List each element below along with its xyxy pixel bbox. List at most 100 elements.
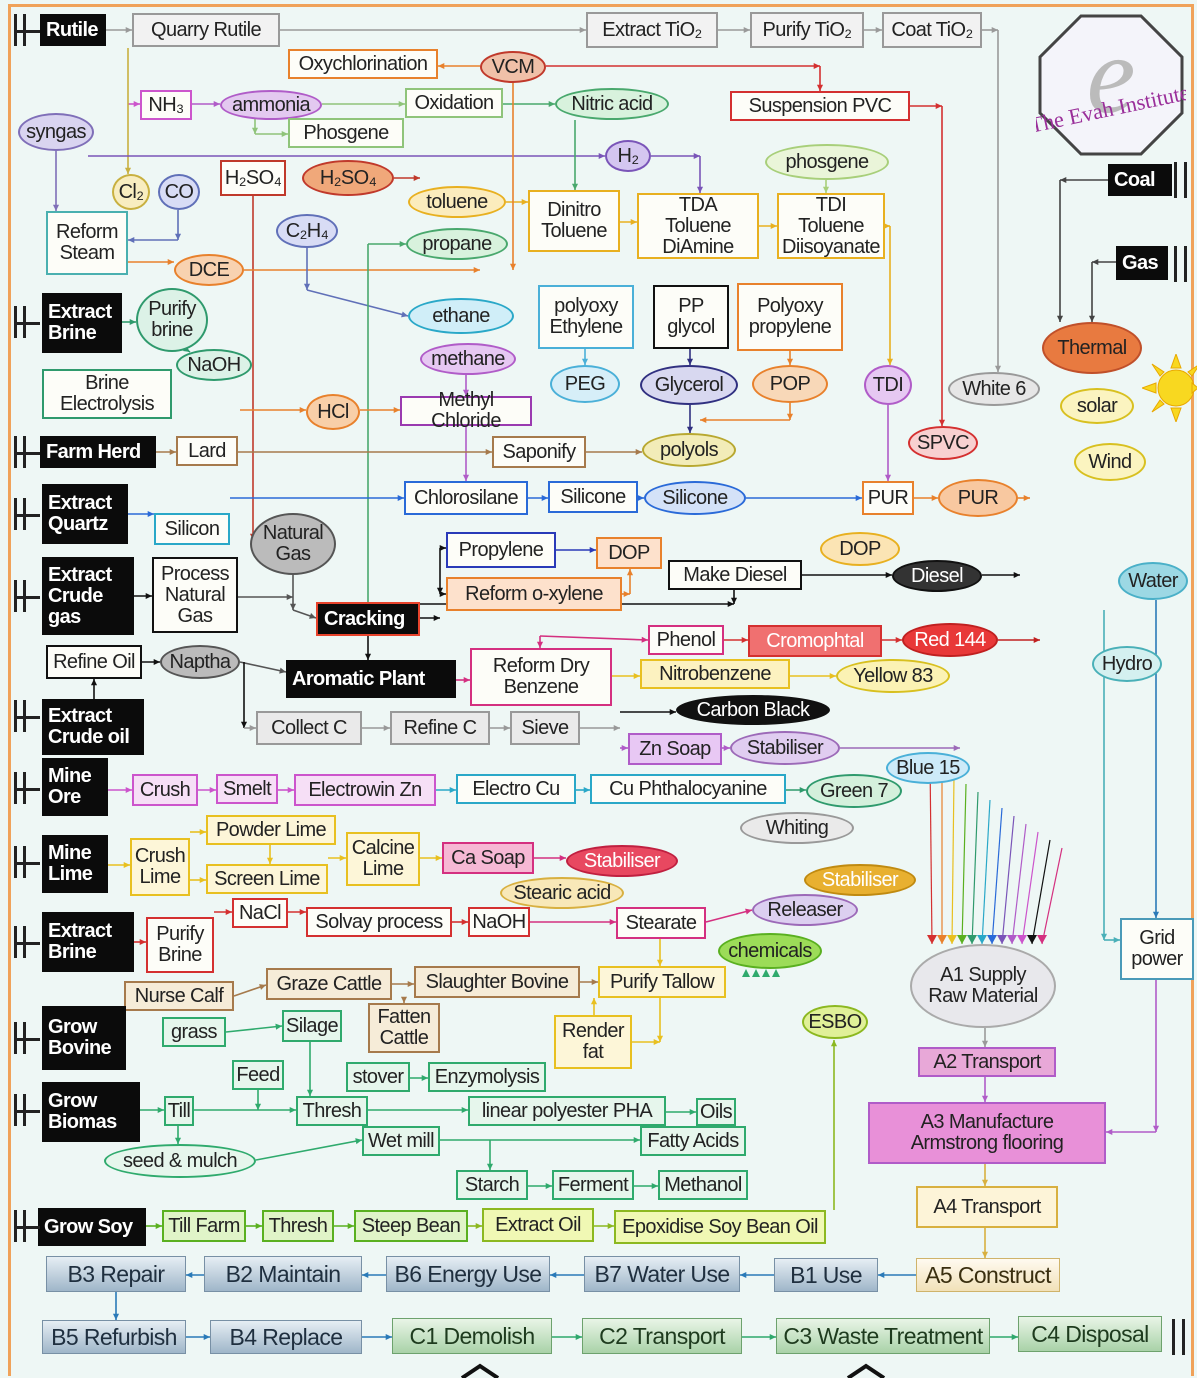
source-tick [14,716,40,719]
node-a2-transport: A2 Transport [918,1047,1056,1077]
node-graze-cattle: Graze Cattle [266,968,392,1000]
node-a4-transport: A4 Transport [916,1186,1058,1228]
source-tick [14,1226,40,1229]
node-extract-brine-1: Extract Brine [42,293,122,353]
node-blue-15: Blue 15 [886,752,970,784]
node-green-7: Green 7 [806,774,902,808]
node-peg: PEG [550,365,620,403]
node-polyoxy-propylene: Polyoxy propylene [737,283,843,351]
node-white-6: White 6 [948,372,1040,406]
node-steep-bean: Steep Bean [354,1210,468,1242]
node-ethane: ethane [408,298,514,334]
node-reform-o-xylene: Reform o-xylene [446,577,622,611]
node-silicone-ell: Silicone [644,481,746,515]
node-ferment: Ferment [552,1170,634,1200]
node-render-fat: Render fat [554,1015,632,1069]
node-dce: DCE [174,254,244,286]
node-electrowin-zn: Electrowin Zn [294,774,436,806]
source-tick [14,322,40,325]
sink-tick [1174,162,1177,198]
node-tdi-ell: TDI [864,365,912,405]
node-a3-manufacture: A3 Manufacture Armstrong flooring [868,1102,1106,1164]
node-co: CO [158,174,200,210]
node-cracking: Cracking [316,602,420,636]
source-tick [14,514,40,517]
node-yellow-83: Yellow 83 [836,659,950,693]
diagram-frame [8,4,1194,1376]
node-till-farm: Till Farm [162,1210,246,1242]
node-tda: TDA Toluene DiAmine [637,193,759,259]
node-epoxidise: Epoxidise Soy Bean Oil [614,1210,826,1244]
node-smelt: Smelt [216,774,278,804]
sink-tick [1184,246,1187,282]
node-make-diesel: Make Diesel [668,560,802,590]
node-grid-power: Grid power [1120,918,1194,980]
node-naoh-2: NaOH [468,907,530,937]
node-solar: solar [1060,388,1134,424]
node-gas: Gas [1116,246,1168,280]
node-c2-transport: C2 Transport [582,1318,742,1354]
node-polyols: polyols [642,433,736,467]
node-diesel: Diesel [892,560,982,592]
node-extract-crude-gas: Extract Crude gas [42,557,134,635]
node-enzymolysis: Enzymolysis [428,1062,546,1092]
node-c1-demolish: C1 Demolish [392,1318,552,1354]
node-fatten-cattle: Fatten Cattle [368,1003,440,1053]
source-tick [14,1110,40,1113]
node-fatty-acids: Fatty Acids [640,1126,746,1156]
source-tick [14,862,40,865]
node-coal: Coal [1108,164,1172,196]
node-stabiliser-2: Stabiliser [566,845,678,877]
node-thresh-1: Thresh [296,1096,368,1126]
svg-text:e: e [1087,14,1136,136]
node-nh3: NH₃ [140,90,192,120]
node-seed-mulch: seed & mulch [104,1144,256,1178]
sun-icon [1140,352,1197,427]
node-cu-phthalocyanine: Cu Phthalocyanine [590,774,786,804]
node-stabiliser-1: Stabiliser [730,731,840,765]
node-b2-maintain: B2 Maintain [204,1256,362,1292]
node-sieve: Sieve [510,711,580,745]
node-methanol: Methanol [658,1170,748,1200]
node-ammonia: ammonia [220,90,322,120]
node-c2h4: C₂H₄ [276,214,338,248]
node-silicon: Silicon [154,513,230,545]
node-oils: Oils [696,1098,736,1126]
node-whiting: Whiting [740,812,854,844]
node-esbo: ESBO [802,1005,868,1039]
node-thermal: Thermal [1042,322,1142,374]
node-extract-quartz: Extract Quartz [42,484,128,544]
node-tdi-box: TDI Toluene Diisoyanate [777,193,885,259]
node-syngas: syngas [18,113,94,151]
node-zn-soap: Zn Soap [628,733,722,765]
node-dop-box: DOP [596,537,662,569]
node-mine-lime: Mine Lime [42,835,108,893]
node-b3-repair: B3 Repair [46,1256,186,1292]
node-chemicals: chemicals [718,933,822,969]
node-wind: Wind [1074,443,1146,481]
node-electro-cu: Electro Cu [456,774,576,804]
node-stearate: Stearate [616,907,706,939]
node-carbon-black: Carbon Black [676,695,830,725]
node-hcl: HCl [306,394,360,430]
node-silage: Silage [282,1010,342,1042]
node-b4-replace: B4 Replace [210,1320,362,1354]
node-toluene: toluene [408,186,506,218]
node-collect-c: Collect C [256,711,362,745]
node-rutile: Rutile [40,14,106,46]
node-chlorosilane: Chlorosilane [404,481,528,515]
node-pur-ell: PUR [938,479,1018,517]
node-vcm: VCM [480,51,546,83]
evah-institute-logo: e The Evah Institute [1027,12,1192,158]
node-grow-biomas: Grow Biomas [42,1082,140,1142]
node-phosgene-right: phosgene [765,144,889,180]
node-phenol: Phenol [648,625,724,655]
node-h2: H₂ [605,140,651,172]
node-crush-ore: Crush [132,774,198,806]
node-crush-lime: Crush Lime [130,838,190,896]
node-brine-electrolysis: Brine Electrolysis [42,369,172,419]
node-nitric-acid: Nitric acid [555,88,669,120]
node-farm-herd: Farm Herd [40,436,156,468]
node-stabiliser-3: Stabiliser [804,864,916,896]
node-purify-tio2: Purify TiO₂ [750,12,864,48]
